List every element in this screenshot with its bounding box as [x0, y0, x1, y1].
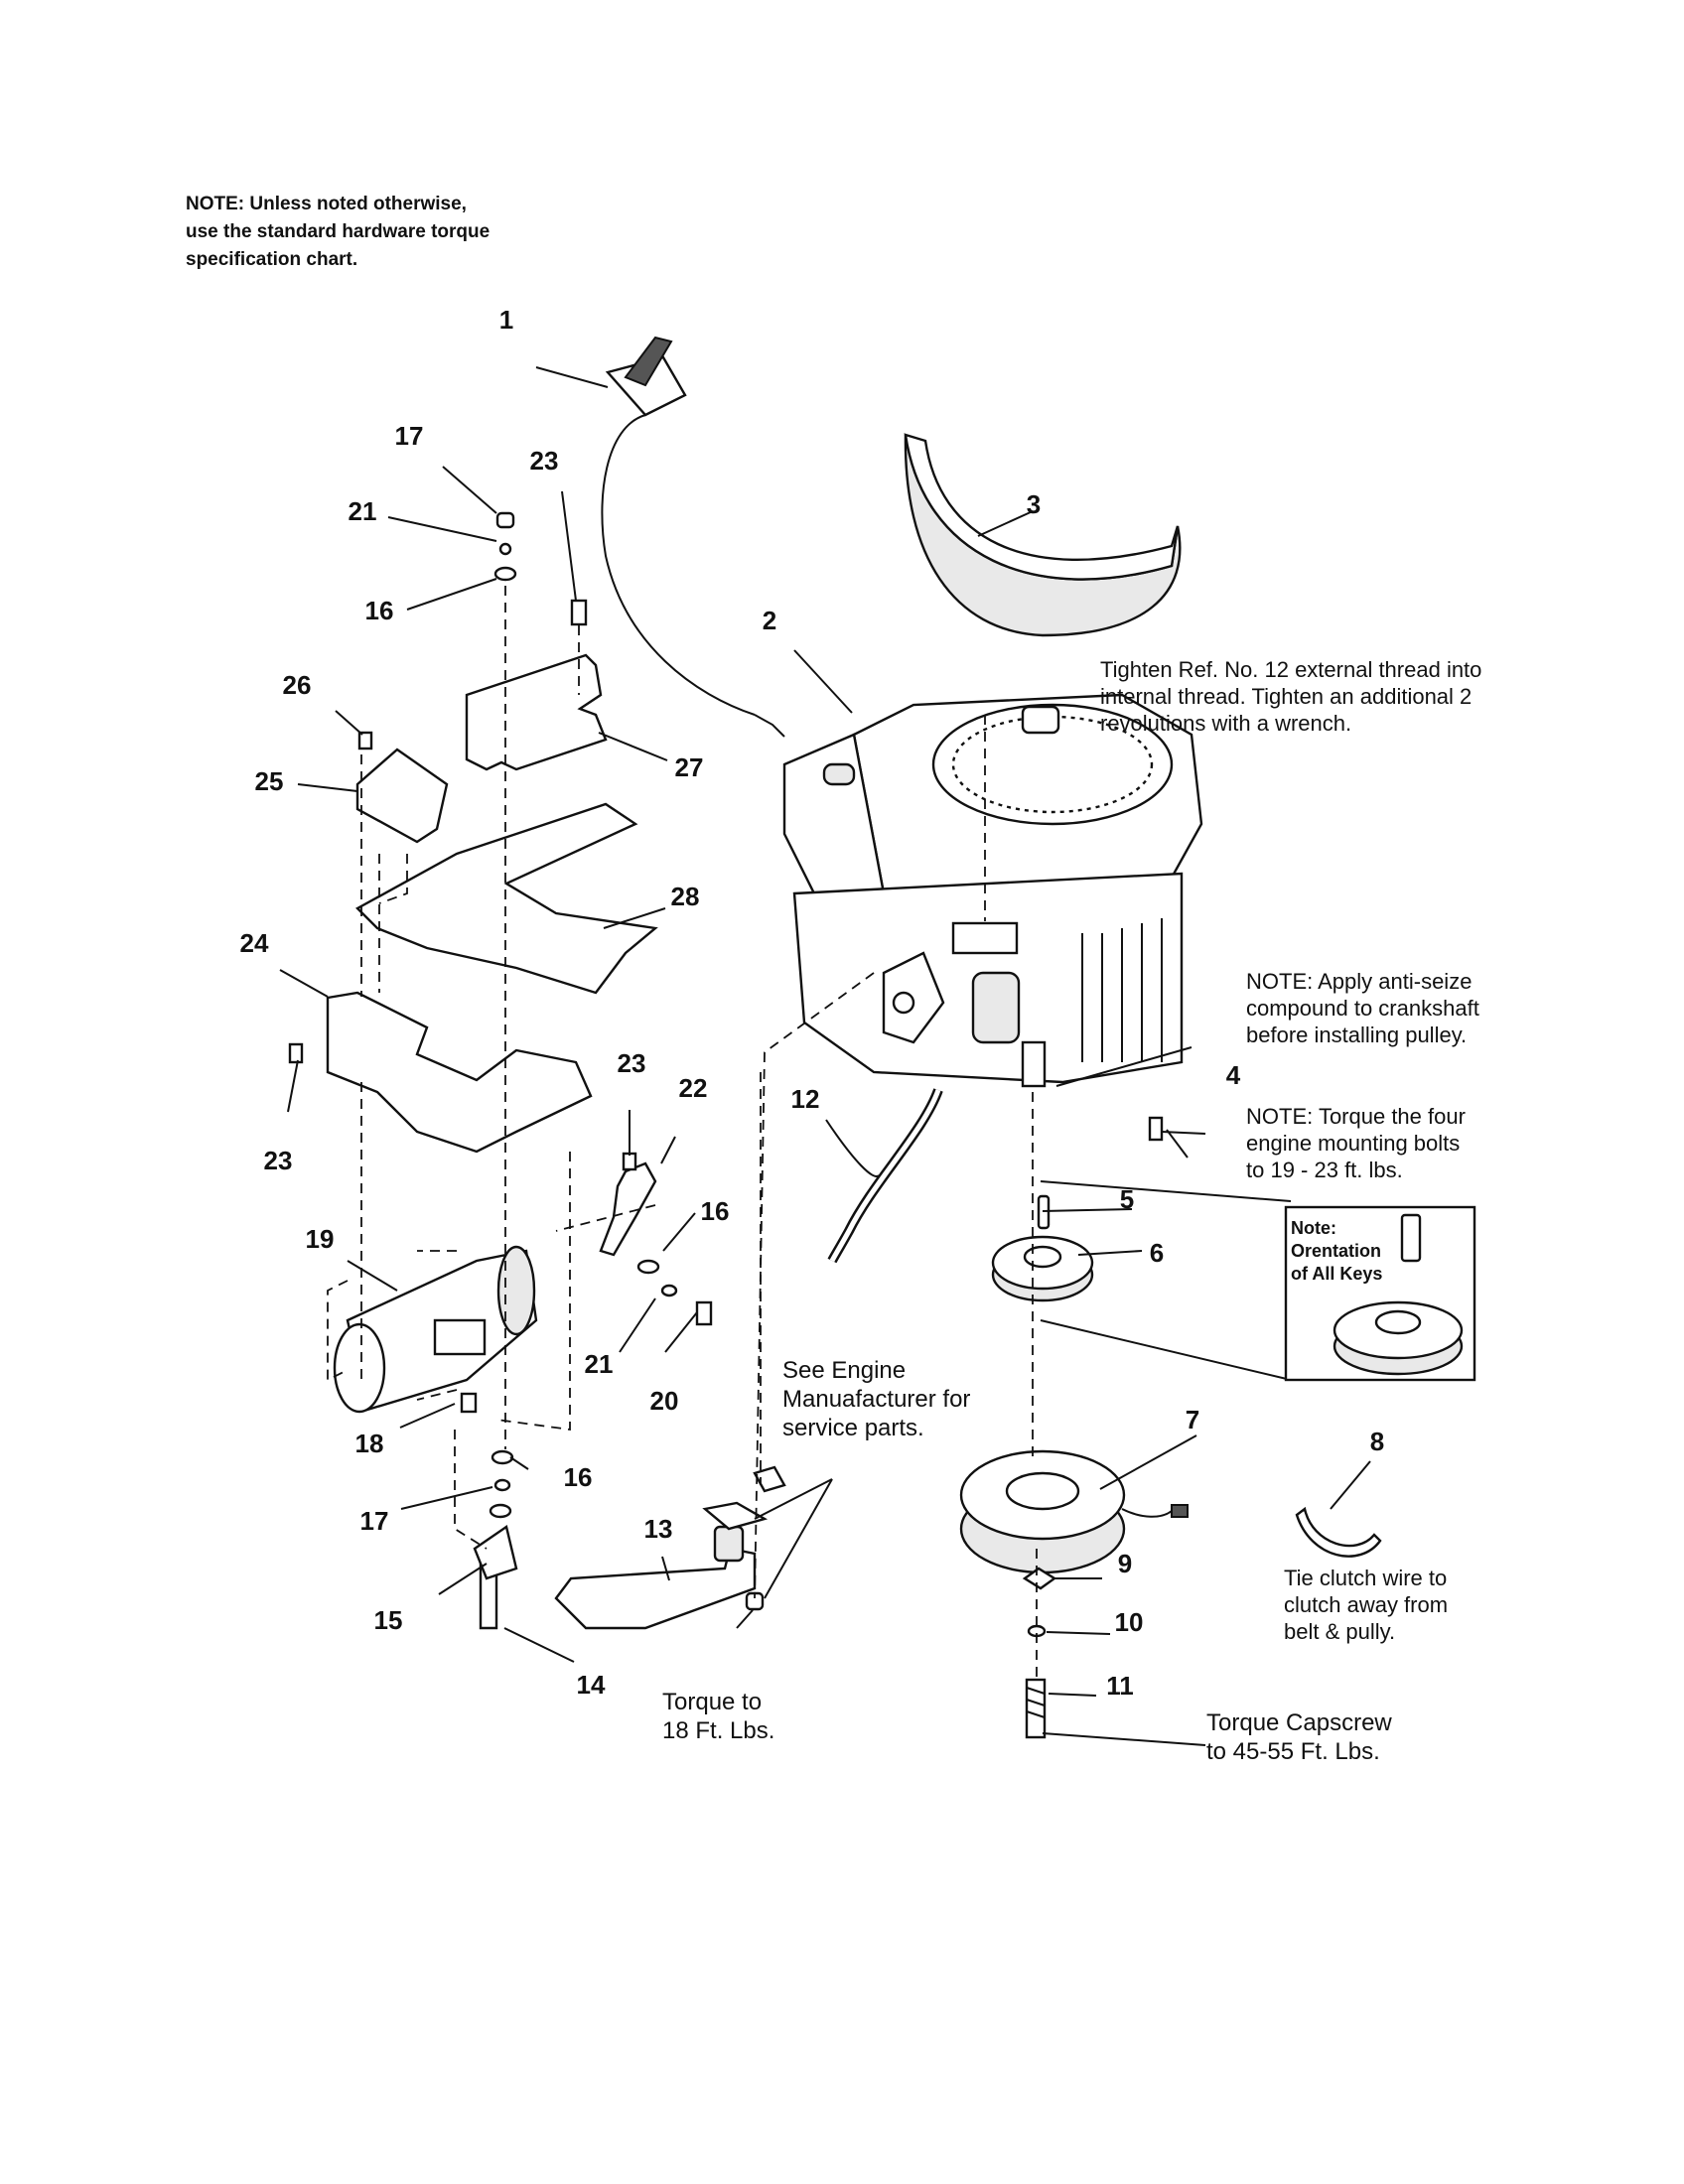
part-number-label: 13 — [643, 1514, 673, 1544]
part-27-shield — [465, 653, 608, 771]
engine-mount-torque-note: NOTE: Torque the four engine mounting bo… — [1246, 1104, 1466, 1182]
part-number-label: 14 — [576, 1670, 606, 1700]
part-number-label: 4 — [1225, 1060, 1241, 1090]
header-torque-note: NOTE: Unless noted otherwise, use the st… — [186, 194, 491, 270]
part-number-label: 28 — [670, 882, 700, 911]
part-6-pulley — [991, 1235, 1094, 1302]
part-22-bracket — [599, 1161, 657, 1257]
part-number-label: 23 — [263, 1146, 293, 1175]
part-number-label: 8 — [1369, 1427, 1385, 1456]
thread-tighten-note: Tighten Ref. No. 12 external thread into… — [1100, 657, 1482, 736]
alignment-lines — [327, 586, 1038, 1678]
part-13-exhaust-pipe — [554, 1501, 769, 1630]
part-19-muffler — [333, 1245, 538, 1414]
part-7-electric-clutch — [959, 1449, 1189, 1574]
part-number-label: 15 — [373, 1605, 403, 1635]
part-number-label: 21 — [584, 1349, 614, 1379]
part-number-label: 9 — [1117, 1549, 1133, 1578]
part-number-label: 7 — [1185, 1405, 1200, 1434]
part-number-label: 18 — [354, 1429, 384, 1458]
key-orientation-note: Note: Orentation of All Keys — [1291, 1218, 1383, 1284]
part-25-bracket — [355, 748, 449, 844]
part-28-plate — [355, 802, 658, 995]
part-number-label: 23 — [529, 446, 559, 476]
part-number-label: 21 — [348, 496, 377, 526]
part-number-label: 10 — [1114, 1607, 1144, 1637]
capscrew-torque-note: Torque Capscrew to 45-55 Ft. Lbs. — [1206, 1709, 1392, 1765]
part-number-label: 23 — [617, 1048, 646, 1078]
part-number-label: 24 — [239, 928, 269, 958]
torque-18-note: Torque to 18 Ft. Lbs. — [662, 1689, 775, 1744]
part-number-label: 17 — [359, 1506, 389, 1536]
hardware-17-21-16-stack — [489, 511, 517, 1519]
key-orientation-box — [1284, 1205, 1476, 1382]
part-number-label: 12 — [790, 1084, 820, 1114]
leader-lines — [279, 366, 1371, 1746]
part-number-label: 25 — [254, 766, 284, 796]
part-number-label: 6 — [1149, 1238, 1165, 1268]
part-number-label: 16 — [700, 1196, 730, 1226]
part-12-dipstick-tube — [827, 1088, 943, 1264]
part-11-capscrew — [1025, 1678, 1047, 1739]
part-number-label: 5 — [1119, 1184, 1135, 1214]
part-5-key — [1037, 1194, 1051, 1230]
part-3-drive-belt — [904, 433, 1182, 637]
part-number-label: 26 — [282, 670, 312, 700]
part-number-label: 17 — [394, 421, 424, 451]
part-number-label: 1 — [498, 305, 514, 335]
part-24-heat-shield — [326, 991, 593, 1154]
anti-seize-note: NOTE: Apply anti-seize compound to crank… — [1246, 969, 1479, 1047]
part-number-label: 20 — [649, 1386, 679, 1416]
tie-clutch-wire-note: Tie clutch wire to clutch away from belt… — [1284, 1566, 1449, 1644]
part-number-label: 3 — [1026, 489, 1042, 519]
part-number-label: 16 — [364, 596, 394, 625]
part-number-label: 11 — [1106, 1671, 1134, 1701]
part-8-tie-strap — [1295, 1506, 1382, 1558]
part-1-throttle-control — [601, 336, 785, 738]
part-number-label: 27 — [674, 752, 704, 782]
part-number-label: 2 — [762, 606, 777, 635]
part-number-label: 16 — [563, 1462, 593, 1492]
part-2-engine — [782, 693, 1203, 1088]
part-number-label: 19 — [305, 1224, 335, 1254]
engine-manufacturer-note: See Engine Manuafacturer for service par… — [782, 1357, 971, 1441]
part-number-label: 22 — [678, 1073, 708, 1103]
